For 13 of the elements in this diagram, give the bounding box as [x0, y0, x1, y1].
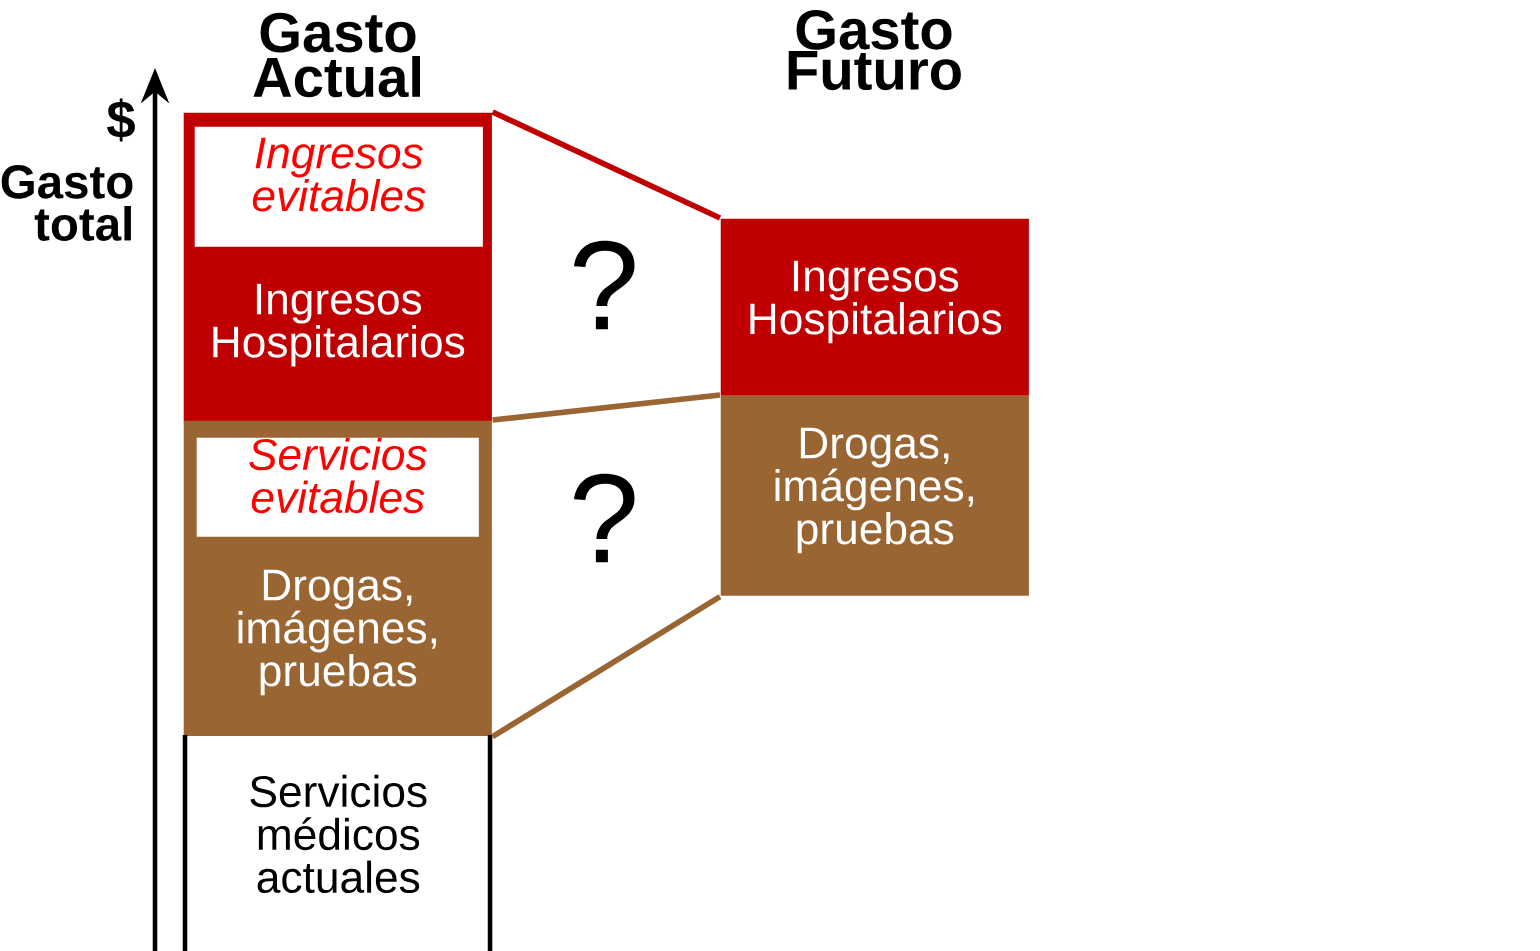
question-mark: ? [574, 240, 635, 330]
projection-line [491, 594, 722, 739]
cost-block: Servicios médicos actuales [182, 735, 493, 951]
question-mark: ? [574, 473, 635, 563]
projection-line [491, 109, 722, 221]
avoidable-box: Servicios evitables [196, 437, 479, 537]
avoidable-box: Ingresos evitables [194, 126, 483, 247]
axis-label: $ [107, 98, 135, 142]
axis-label: Gasto total [1, 165, 133, 241]
column-heading: Gasto Futuro [788, 9, 961, 91]
cost-block: Drogas, imágenes, pruebas [720, 395, 1029, 596]
projection-line [492, 392, 721, 423]
cost-block: Ingresos Hospitalarios [720, 218, 1029, 396]
